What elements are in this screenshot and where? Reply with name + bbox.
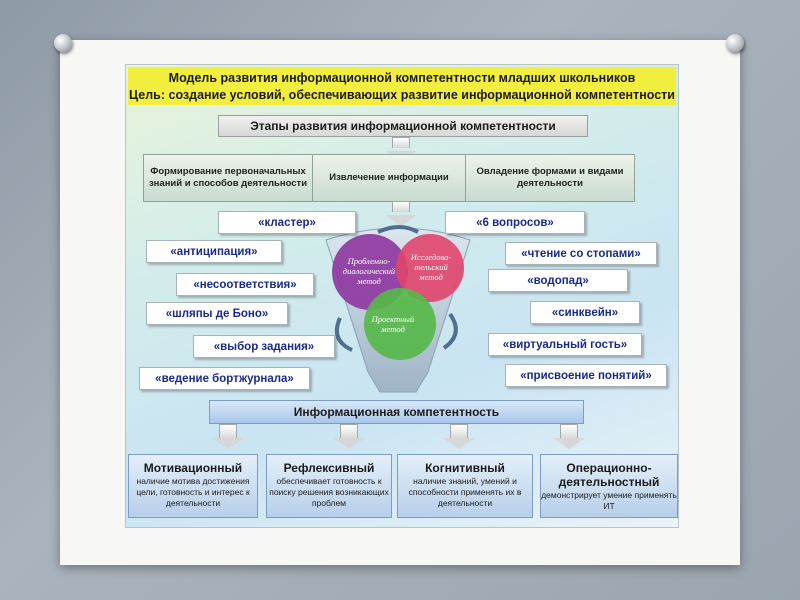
technique-label: «водопад»	[527, 274, 589, 287]
diagram-title: Модель развития информационной компетент…	[168, 71, 636, 85]
research-method-label: Исследова-тельский метод	[410, 252, 452, 282]
technique-label: «6 вопросов»	[476, 216, 554, 229]
technique-label: «антиципация»	[170, 245, 258, 258]
technique-chip: «синквейн»	[530, 301, 640, 324]
technique-chip: «присвоение понятий»	[505, 364, 667, 387]
technique-chip: «6 вопросов»	[445, 211, 585, 234]
arrow-down-icon	[212, 424, 244, 449]
outcome-desc: демонстрирует умение применять ИТ	[541, 490, 677, 511]
technique-chip: «ведение бортжурнала»	[139, 367, 310, 390]
outcome-box-cognitive: Когнитивный наличие знаний, умений и спо…	[397, 454, 533, 518]
technique-label: «несоответствия»	[193, 278, 297, 291]
problem-method-label: Проблемно-диалогический метод	[342, 256, 396, 286]
arrow-down-icon	[385, 201, 417, 226]
header-banner: Модель развития информационной компетент…	[128, 67, 676, 105]
arrow-down-icon	[443, 424, 475, 449]
technique-label: «чтение со стопами»	[521, 247, 641, 260]
outcome-title: Операционно-деятельностный	[558, 461, 660, 489]
arrow-down-icon	[385, 137, 417, 162]
arrow-down-icon	[333, 424, 365, 449]
technique-label: «кластер»	[258, 216, 316, 229]
technique-chip: «виртуальный гость»	[488, 333, 642, 356]
cycle-arrow-icon	[442, 312, 458, 350]
project-method-circle	[364, 288, 436, 360]
technique-chip: «шляпы де Боно»	[146, 302, 288, 325]
technique-label: «присвоение понятий»	[520, 369, 652, 382]
outcome-desc: обеспечивает готовность к поиску решения…	[269, 476, 389, 508]
technique-label: «ведение бортжурнала»	[155, 372, 294, 385]
outcome-title: Мотивационный	[143, 461, 243, 475]
stage-item: Извлечение информации	[313, 155, 466, 201]
technique-chip: «антиципация»	[146, 240, 282, 263]
cycle-arrow-icon	[335, 317, 353, 352]
stage-label: Овладение формами и видами деятельности	[476, 166, 624, 189]
technique-label: «синквейн»	[551, 306, 619, 319]
cycle-arrow-icon	[377, 225, 419, 234]
outcome-title: Рефлексивный	[283, 461, 375, 475]
stages-title: Этапы развития информационной компетентн…	[250, 119, 556, 133]
stage-item: Формирование первоначальных знаний и спо…	[144, 155, 313, 201]
stage-label: Формирование первоначальных знаний и спо…	[148, 166, 308, 189]
stages-row: Формирование первоначальных знаний и спо…	[143, 154, 635, 202]
technique-chip: «несоответствия»	[176, 273, 314, 296]
technique-chip: «кластер»	[218, 211, 356, 234]
arrow-down-icon	[553, 424, 585, 449]
stage-label: Извлечение информации	[329, 172, 449, 183]
stage-item: Овладение формами и видами деятельности	[466, 155, 634, 201]
technique-label: «выбор задания»	[213, 340, 315, 353]
outcome-desc: наличие мотива достижения цели, готовнос…	[136, 476, 250, 508]
pin-icon	[54, 34, 72, 52]
research-method-circle	[396, 234, 464, 302]
pin-icon	[726, 34, 744, 52]
outcome-box-motivational: Мотивационный наличие мотива достижения …	[128, 454, 258, 518]
competence-bar: Информационная компетентность	[209, 400, 584, 424]
project-method-label: Проектный метод	[371, 314, 415, 334]
outcome-box-reflexive: Рефлексивный обеспечивает готовность к п…	[266, 454, 392, 518]
methods-venn	[325, 225, 471, 393]
technique-chip: «чтение со стопами»	[505, 242, 657, 265]
technique-chip: «выбор задания»	[193, 335, 335, 358]
technique-chip: «водопад»	[488, 269, 628, 292]
competence-label: Информационная компетентность	[293, 405, 500, 419]
outcome-title: Когнитивный	[425, 461, 505, 475]
technique-label: «виртуальный гость»	[502, 338, 628, 351]
outcome-desc: наличие знаний, умений и способности при…	[408, 476, 522, 508]
outcome-box-operational: Операционно-деятельностный демонстрирует…	[540, 454, 678, 518]
stages-title-box: Этапы развития информационной компетентн…	[218, 115, 588, 137]
diagram-goal: Цель: создание условий, обеспечивающих р…	[129, 88, 675, 102]
technique-label: «шляпы де Боно»	[165, 307, 269, 320]
